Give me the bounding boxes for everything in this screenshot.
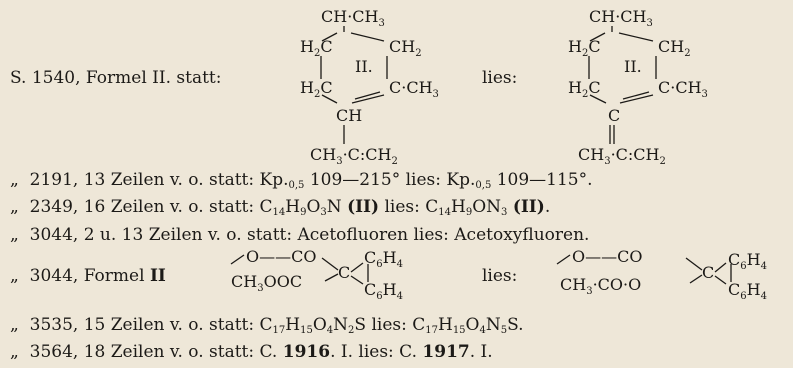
entry4-line: „ 3044, 2 u. 13 Zeilen v. o. statt: Acet… (10, 225, 590, 245)
old5-center-c: C (338, 263, 350, 282)
old5-ring1: C6H4 (364, 248, 403, 270)
entry2-mark: „ (10, 170, 19, 190)
new5-ring2: C6H4 (728, 280, 767, 302)
new5-center-c: C (702, 263, 714, 282)
new5-bond-r2 (714, 275, 727, 285)
entry3-line: „ 2349, 16 Zeilen v. o. statt: C14H9O3N … (10, 197, 551, 218)
old5-bond-r1 (350, 262, 364, 273)
entry5-mark: „ (10, 266, 19, 286)
entry3-mark: „ (10, 197, 19, 217)
old-left2: H2C (300, 78, 333, 100)
old5-bond-co (321, 257, 339, 271)
old5-top: O——CO (246, 247, 316, 266)
new-side-chain: CH3·C:CH2 (578, 145, 666, 167)
new-bond-tr (618, 32, 654, 42)
new-bottom: C (608, 106, 620, 125)
new5-ring1: C6H4 (728, 250, 767, 272)
new-right2: C·CH3 (658, 78, 708, 100)
old5-bond-o-left (230, 254, 245, 265)
entry5-formula-new: O——CO CH3·CO·O C C6H4 C6H4 (556, 247, 767, 302)
new5-bottom: CH3·CO·O (560, 275, 641, 297)
new-right1: CH2 (658, 37, 691, 59)
new-top: CH·CH3 (589, 7, 653, 29)
old-bottom: CH (336, 106, 362, 125)
new-bond-br2 (622, 91, 650, 100)
new-bond-tl (589, 32, 606, 42)
formula-new: CH·CH3 H2C CH2 II. H2C C·CH3 C CH3·C:CH2 (568, 7, 708, 167)
new-bond-bl (589, 94, 607, 104)
new-left2: H2C (568, 78, 601, 100)
entry7-line: „ 3564, 18 Zeilen v. o. statt: C. 1916. … (10, 342, 493, 362)
new5-top: O——CO (572, 247, 642, 266)
formula-old: CH·CH3 H2C CH2 II. H2C C·CH3 CH CH3·C:CH… (300, 7, 439, 167)
new5-bond-r1 (714, 262, 727, 273)
old-bond-br2 (354, 91, 381, 100)
entry6-line: „ 3535, 15 Zeilen v. o. statt: C17H15O4N… (10, 315, 524, 336)
old-side-chain: CH3·C:CH2 (310, 145, 398, 167)
new-ring-label: II. (624, 57, 642, 76)
old-bond-tr (350, 32, 385, 42)
entry1-prefix: S. 1540, Formel II. statt: (10, 68, 222, 88)
old5-ring2: C6H4 (364, 280, 403, 302)
new5-bond-o-left (556, 254, 571, 265)
old-right2: C·CH3 (389, 78, 439, 100)
entry6-mark: „ (10, 315, 19, 335)
old-left1: H2C (300, 37, 333, 59)
entry2-line: „ 2191, 13 Zeilen v. o. statt: Kp.0,5 10… (10, 170, 593, 191)
entry7-mark: „ (10, 342, 19, 362)
old-ring-label: II. (355, 57, 373, 76)
new-left1: H2C (568, 37, 601, 59)
new5-bond-ooc (689, 274, 703, 284)
old-bond-tl (321, 32, 338, 42)
old5-bottom: CH3OOC (231, 272, 302, 294)
old5-bond-r2 (350, 275, 364, 285)
entry5-lies: lies: (482, 266, 518, 286)
old-top: CH·CH3 (321, 7, 385, 29)
entry5-formula-old: O——CO CH3OOC C C6H4 C6H4 (230, 247, 403, 302)
new5-bond-co (685, 257, 703, 271)
entry1-lies: lies: (482, 68, 518, 88)
old-bond-bl (321, 94, 338, 104)
entry4-mark: „ (10, 225, 19, 245)
new-bond-br (619, 94, 654, 104)
entry5-line: „ 3044, Formel II (10, 266, 166, 286)
old5-bond-ooc (324, 273, 339, 282)
old-right1: CH2 (389, 37, 422, 59)
old-bond-br (351, 94, 385, 104)
